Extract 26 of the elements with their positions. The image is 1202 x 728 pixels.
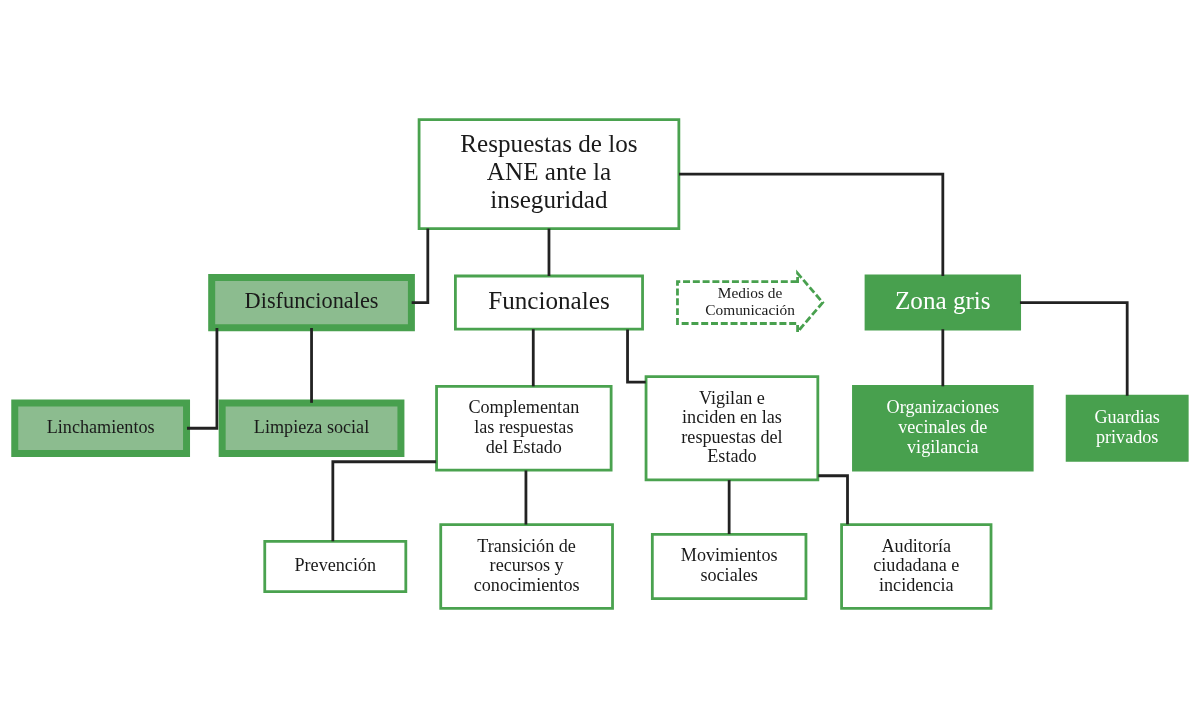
node-box: Transición de recursos y conocimientos — [439, 523, 614, 610]
connector — [187, 328, 219, 430]
connector — [679, 172, 945, 276]
node-box: Prevención — [263, 539, 408, 594]
node-box: Movimientos sociales — [650, 533, 808, 601]
node-box: Complementan las respuestas del Estado — [435, 384, 613, 472]
connector — [331, 460, 437, 542]
node-box: Linchamientos — [11, 399, 191, 457]
connector — [531, 329, 535, 387]
connector — [727, 480, 731, 535]
node-box: Vigilan e inciden en las respuestas del Estado — [644, 375, 820, 482]
node-box: Auditoría ciudadana e incidencia — [840, 523, 993, 610]
connector — [524, 470, 528, 525]
node-box: Respuestas de los ANE ante la inseguridad — [417, 118, 681, 230]
node-box: Limpieza social — [218, 399, 405, 457]
node-box: Zona gris — [864, 274, 1022, 331]
connector — [310, 328, 313, 403]
connector — [818, 474, 849, 525]
connector — [1019, 301, 1129, 396]
node-box: Disfuncionales — [208, 273, 415, 332]
node-box: Organizaciones vecinales de vigilancia — [852, 384, 1034, 472]
connector — [941, 329, 945, 387]
connector — [411, 228, 430, 304]
connector — [547, 228, 551, 276]
node-box: Guardias privados — [1065, 394, 1189, 462]
node-box: Funcionales — [454, 274, 644, 331]
